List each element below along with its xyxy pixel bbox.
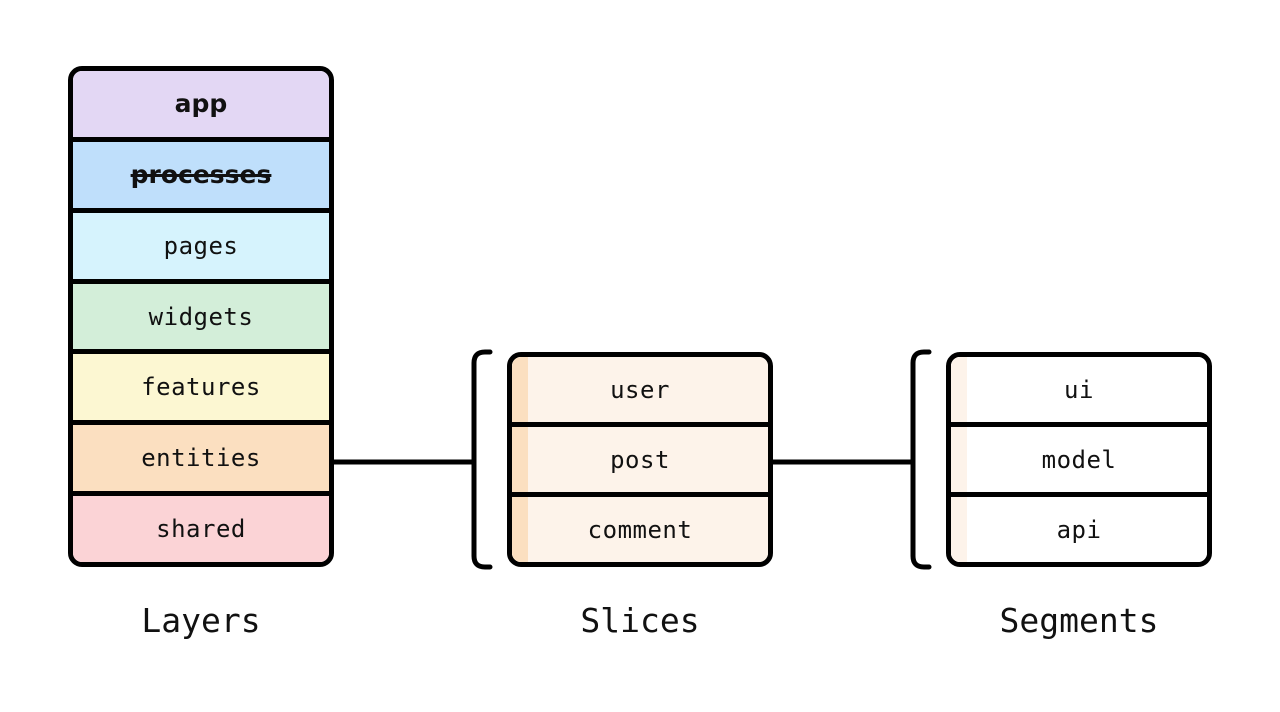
segment-row-model[interactable]: model: [951, 427, 1207, 497]
caption-segments: Segments: [999, 601, 1159, 640]
layer-label-features: features: [141, 373, 261, 402]
segments-stack[interactable]: ui model api: [946, 352, 1212, 567]
segment-label-model: model: [1041, 445, 1117, 474]
layer-row-widgets[interactable]: widgets: [73, 283, 329, 355]
layer-row-features[interactable]: features: [73, 354, 329, 426]
layer-label-pages: pages: [163, 231, 239, 260]
layer-row-shared[interactable]: shared: [73, 496, 329, 562]
slice-label-comment: comment: [587, 515, 693, 544]
layer-row-processes[interactable]: processes: [73, 141, 329, 213]
slice-row-user[interactable]: user: [512, 357, 768, 427]
bracket-slices-bracket: [471, 349, 493, 570]
row-stripe: [951, 427, 967, 492]
layer-row-pages[interactable]: pages: [73, 212, 329, 284]
bracket-segments-bracket: [910, 349, 932, 570]
caption-slices: Slices: [580, 601, 700, 640]
row-stripe: [951, 357, 967, 422]
row-stripe: [512, 427, 528, 492]
layer-label-shared: shared: [156, 515, 246, 544]
row-stripe: [512, 357, 528, 422]
layers-stack[interactable]: app processes pages widgets features ent…: [68, 66, 334, 567]
caption-layers: Layers: [141, 601, 261, 640]
segment-row-api[interactable]: api: [951, 497, 1207, 562]
slice-label-user: user: [610, 375, 670, 404]
segment-row-ui[interactable]: ui: [951, 357, 1207, 427]
slice-label-post: post: [610, 445, 670, 474]
segment-label-api: api: [1056, 515, 1102, 544]
layer-label-app: app: [174, 89, 228, 119]
layer-row-entities[interactable]: entities: [73, 425, 329, 497]
slice-row-post[interactable]: post: [512, 427, 768, 497]
layer-label-entities: entities: [141, 444, 261, 473]
layer-label-widgets: widgets: [148, 302, 254, 331]
slice-row-comment[interactable]: comment: [512, 497, 768, 562]
layer-label-processes: processes: [130, 160, 272, 190]
segment-label-ui: ui: [1064, 375, 1094, 404]
layer-row-app[interactable]: app: [73, 71, 329, 142]
row-stripe: [951, 497, 967, 562]
slices-stack[interactable]: user post comment: [507, 352, 773, 567]
row-stripe: [512, 497, 528, 562]
